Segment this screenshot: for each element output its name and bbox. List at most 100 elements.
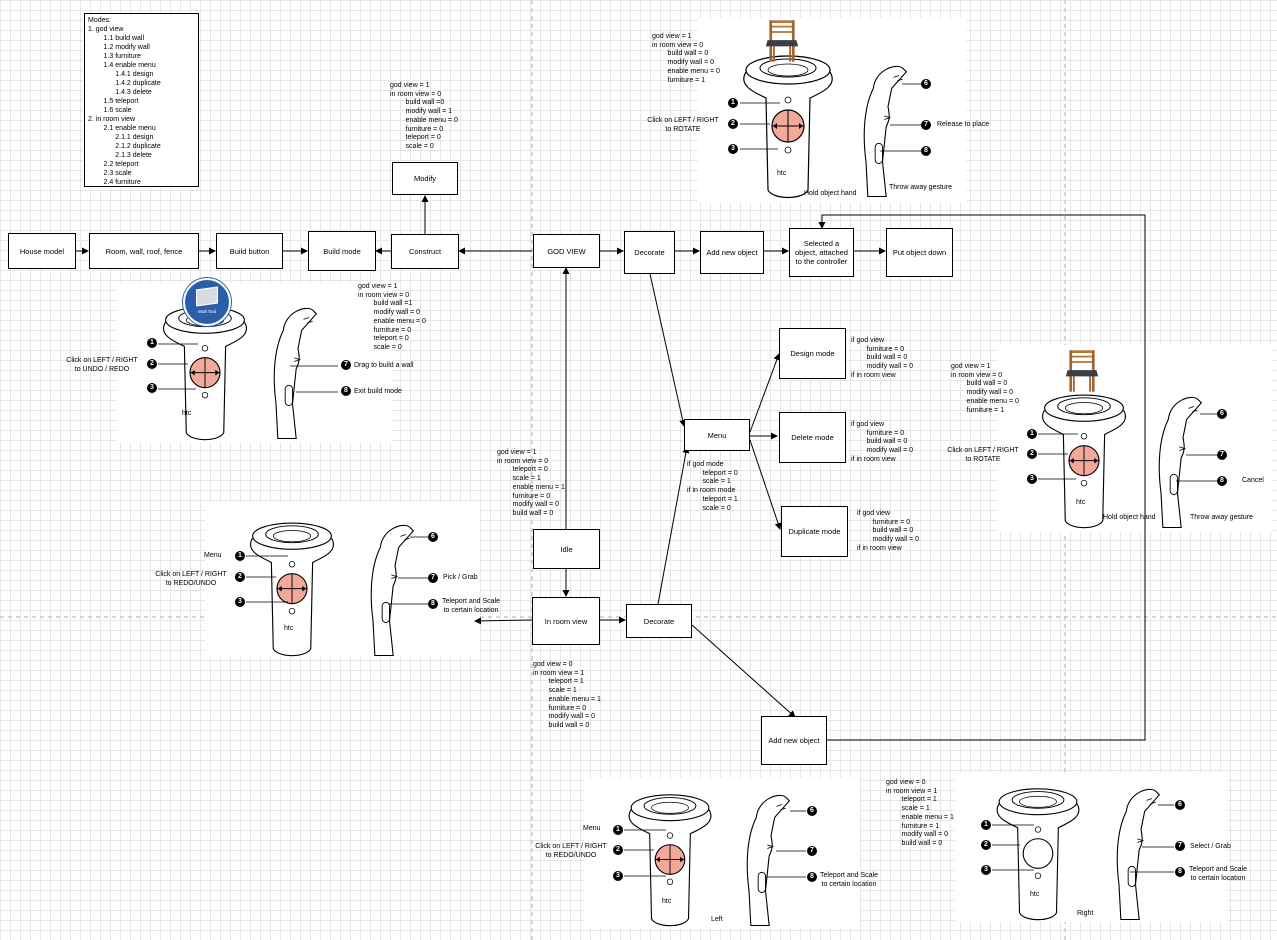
add-new-object-top-node[interactable]: Add new object xyxy=(700,231,764,274)
bottom-right-caption: Right xyxy=(1077,910,1094,917)
put-object-down-node[interactable]: Put object down xyxy=(886,228,953,277)
number-badge: 3 xyxy=(728,144,738,154)
modes-legend-line: 2.1.1 design xyxy=(88,134,154,141)
bottom-right-label-8: Teleport and Scale to certain location xyxy=(1189,866,1247,882)
svg-text:htc: htc xyxy=(1076,499,1086,506)
modes-legend-line: 2.2 teleport xyxy=(88,161,139,168)
svg-text:htc: htc xyxy=(662,898,672,905)
delete-state-note: if god view furniture = 0 build wall = 0… xyxy=(851,421,914,463)
number-badge: 2 xyxy=(613,845,623,855)
number-badge: 7 xyxy=(1175,841,1185,851)
selected-object-node[interactable]: Selected a object, attached to the contr… xyxy=(789,228,854,277)
number-badge: 2 xyxy=(728,119,738,129)
decorate-label-7: Release to place xyxy=(937,121,990,128)
idle-state-note: god view = 1 in room view = 0 teleport =… xyxy=(497,449,565,517)
number-badge: 8 xyxy=(428,599,438,609)
svg-text:htc: htc xyxy=(182,410,192,417)
bottom-left-label-8: Teleport and Scale to certain location xyxy=(820,872,878,888)
modes-legend-line: 2. in room view xyxy=(88,116,136,123)
build-mode-node[interactable]: Build mode xyxy=(308,231,376,271)
wall-tool-badge: Wall Tool xyxy=(183,278,231,326)
room-wall-node[interactable]: Room, wall, roof, fence xyxy=(89,233,199,269)
number-badge: 7 xyxy=(807,846,817,856)
number-badge: 6 xyxy=(1175,800,1185,810)
number-badge: 6 xyxy=(1217,409,1227,419)
right-label-8: Cancel xyxy=(1242,477,1264,484)
menu-state-note: if god mode teleport = 0 scale = 1 if in… xyxy=(687,461,738,512)
svg-text:htc: htc xyxy=(1030,891,1040,898)
modes-legend-line: 2.1.2 duplicate xyxy=(88,143,161,150)
number-badge: 3 xyxy=(613,871,623,881)
number-badge: 2 xyxy=(981,840,991,850)
modes-legend-line: 1.4.3 delete xyxy=(88,89,152,96)
add-new-object-bottom-node[interactable]: Add new object xyxy=(761,716,827,765)
build-button-node[interactable]: Build button xyxy=(216,233,283,269)
modes-legend-line: 2.1 enable menu xyxy=(88,125,156,132)
wall-icon xyxy=(196,286,218,307)
number-badge: 1 xyxy=(1027,429,1037,439)
in-room-view-node[interactable]: In room view xyxy=(532,597,600,645)
decorate-bottom-node[interactable]: Decorate xyxy=(626,604,692,638)
right-controller-panel xyxy=(998,345,1273,532)
modes-legend-line: 1.1 build wall xyxy=(88,35,145,42)
in-room-state-note: god view = 0 in room view = 1 teleport =… xyxy=(533,661,601,729)
modes-legend-line: Modes: xyxy=(88,17,111,24)
decorate-state-note: god view = 1 in room view = 0 build wall… xyxy=(652,33,720,84)
modes-legend-line: 2.4 furniture xyxy=(88,179,141,186)
menu-node[interactable]: Menu xyxy=(684,419,750,451)
right-click-text: Click on LEFT / RIGHT to ROTATE xyxy=(947,447,1019,463)
number-badge: 7 xyxy=(428,573,438,583)
number-badge: 3 xyxy=(1027,474,1037,484)
number-badge: 8 xyxy=(1175,867,1185,877)
number-badge: 8 xyxy=(341,386,351,396)
house-model-node[interactable]: House model xyxy=(8,233,76,269)
number-badge: 8 xyxy=(921,146,931,156)
number-badge: 7 xyxy=(1217,450,1227,460)
number-badge: 1 xyxy=(147,338,157,348)
god-view-node[interactable]: GOD VIEW xyxy=(533,234,600,268)
number-badge: 2 xyxy=(235,572,245,582)
modes-legend-line: 2.3 scale xyxy=(88,170,132,177)
modes-legend-line: 1.4.1 design xyxy=(88,71,154,78)
design-state-note: if god view furniture = 0 build wall = 0… xyxy=(851,337,914,379)
design-mode-node[interactable]: Design mode xyxy=(779,328,846,379)
build-label-8: Exit build mode xyxy=(354,388,402,395)
number-badge: 8 xyxy=(807,872,817,882)
build-state-note: god view = 1 in room view = 0 build wall… xyxy=(358,283,426,351)
duplicate-mode-node[interactable]: Duplicate mode xyxy=(781,506,848,557)
delete-mode-node[interactable]: Delete mode xyxy=(779,412,846,463)
number-badge: 6 xyxy=(921,79,931,89)
modes-legend-line: 1.4 enable menu xyxy=(88,62,156,69)
number-badge: 2 xyxy=(147,359,157,369)
right-caption-left: Hold object hand xyxy=(1103,514,1156,521)
number-badge: 7 xyxy=(921,120,931,130)
number-badge: 7 xyxy=(341,360,351,370)
number-badge: 2 xyxy=(1027,449,1037,459)
modes-legend-line: 1.4.2 duplicate xyxy=(88,80,161,87)
modes-legend-line: 1.6 scale xyxy=(88,107,132,114)
modify-node[interactable]: Modify xyxy=(392,162,458,195)
wall-tool-label: Wall Tool xyxy=(197,309,216,314)
idle-click-text: Click on LEFT / RIGHT to REDO/UNDO xyxy=(155,571,227,587)
number-badge: 1 xyxy=(728,98,738,108)
duplicate-state-note: if god view furniture = 0 build wall = 0… xyxy=(857,510,920,552)
construct-node[interactable]: Construct xyxy=(391,234,459,269)
number-badge: 1 xyxy=(235,551,245,561)
number-badge: 6 xyxy=(807,806,817,816)
modes-legend-line: 2.1.3 delete xyxy=(88,152,152,159)
idle-node[interactable]: Idle xyxy=(533,529,600,569)
modes-legend: Modes:1. god view 1.1 build wall 1.2 mod… xyxy=(84,13,199,187)
idle-menu-text: Menu xyxy=(204,552,222,559)
bottom-left-caption: Left xyxy=(711,916,723,923)
modes-legend-line: 1.2 modify wall xyxy=(88,44,150,51)
number-badge: 3 xyxy=(147,383,157,393)
number-badge: 8 xyxy=(1217,476,1227,486)
decorate-top-node[interactable]: Decorate xyxy=(624,231,675,274)
decorate-controller-panel xyxy=(698,18,966,203)
right-panel-state-note: god view = 1 in room view = 0 build wall… xyxy=(951,363,1019,414)
modes-list: Modes:1. god view 1.1 build wall 1.2 mod… xyxy=(88,16,195,187)
modes-legend-line: 1.3 furniture xyxy=(88,53,141,60)
decorate-caption-right: Throw away gesture xyxy=(889,184,953,191)
build-click-text: Click on LEFT / RIGHT to UNDO / REDO xyxy=(66,357,138,373)
